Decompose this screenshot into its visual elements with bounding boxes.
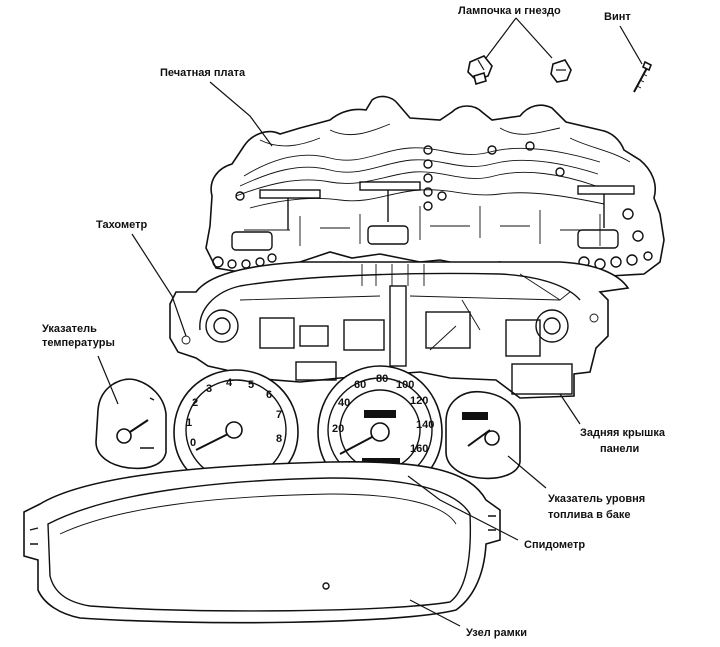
screw-part	[633, 60, 653, 93]
tach-tick-label: 4	[226, 377, 233, 389]
label-rear-cover-line2: панели	[600, 443, 639, 455]
leader-lines	[97, 17, 643, 627]
tach-tick-labels: 0 1 2 3 4 5 6 7 8	[186, 377, 282, 449]
label-bulb-socket: Лампочка и гнездо	[458, 5, 561, 17]
tach-tick-label: 5	[248, 379, 254, 391]
speedo-tick-label: 20	[332, 423, 344, 435]
label-rear-cover-line1: Задняя крышка	[580, 427, 666, 439]
label-temp-gauge-line2: температуры	[42, 337, 115, 349]
label-fuel-gauge-line1: Указатель уровня	[548, 493, 645, 505]
speedo-tick-label: 120	[410, 395, 428, 407]
speedo-tick-label: 60	[354, 379, 366, 391]
speedo-tick-label: 80	[376, 373, 388, 385]
label-temp-gauge-line1: Указатель	[42, 323, 97, 335]
speedo-tick-label: 40	[338, 397, 350, 409]
speedo-tick-label: 100	[396, 379, 414, 391]
pcb-contact-holes	[212, 141, 653, 270]
tach-tick-label: 2	[192, 397, 198, 409]
rear-cover-housing	[169, 261, 630, 399]
label-pcb: Печатная плата	[160, 67, 246, 79]
tach-tick-label: 3	[206, 383, 212, 395]
tach-tick-label: 8	[276, 433, 282, 445]
temperature-gauge	[95, 378, 167, 470]
label-fuel-gauge-line2: топлива в баке	[548, 509, 631, 521]
bulb-socket-2	[550, 59, 572, 83]
fuel-gauge	[445, 391, 521, 480]
frame-assembly	[23, 460, 501, 624]
tach-tick-label: 7	[276, 409, 282, 421]
printed-circuit-board	[205, 95, 665, 277]
tach-tick-label: 0	[190, 437, 196, 449]
diagram-labels: Лампочка и гнездо Винт Печатная плата Та…	[42, 5, 666, 639]
label-tachometer: Тахометр	[96, 219, 147, 231]
label-frame-assembly: Узел рамки	[466, 627, 527, 639]
tach-tick-label: 1	[186, 417, 192, 429]
tach-tick-label: 6	[266, 389, 272, 401]
speedo-tick-label: 160	[410, 443, 428, 455]
speedo-tick-label: 140	[416, 419, 434, 431]
label-speedometer: Спидометр	[524, 539, 585, 551]
bulb-socket-parts	[467, 55, 653, 93]
label-screw: Винт	[604, 11, 631, 23]
speedo-tick-labels: 20 40 60 80 100 120 140 160	[332, 373, 434, 455]
bulb-socket-1	[467, 55, 493, 86]
